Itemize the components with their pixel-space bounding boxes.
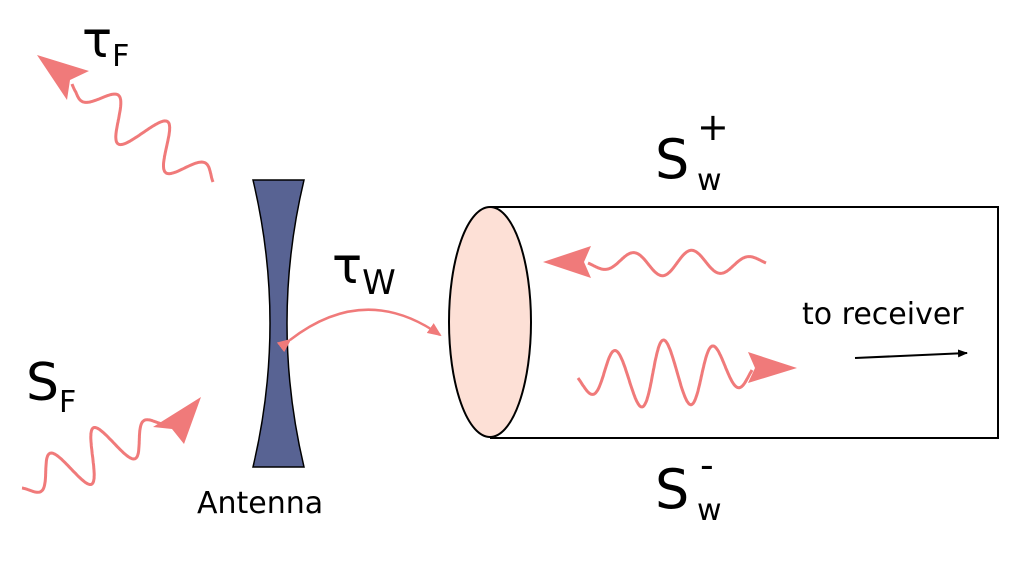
forward-wave-arrowhead — [748, 352, 797, 383]
backward-wave-arrowhead — [543, 246, 591, 278]
tau-w-double-arrow — [276, 308, 442, 353]
s-w-plus-sub: w — [697, 163, 722, 198]
to-receiver-label: to receiver — [802, 297, 964, 332]
forward-wave — [576, 338, 754, 409]
s-w-minus-label: S - w — [655, 443, 722, 528]
s-f-label: SF — [26, 353, 76, 420]
to-receiver-arrow — [854, 349, 968, 359]
antenna-shape — [252, 179, 305, 468]
s-w-plus-main: S — [655, 128, 689, 191]
antenna-label: Antenna — [197, 486, 323, 521]
tau-f-arrowhead — [37, 55, 89, 100]
s-w-minus-sup: - — [700, 443, 714, 487]
s-f-wave — [21, 418, 164, 494]
s-f-arrowhead — [153, 397, 201, 444]
tau-w-label: τW — [332, 237, 396, 303]
s-w-plus-label: S + w — [655, 105, 729, 198]
s-w-minus-sub: w — [697, 493, 722, 528]
s-w-plus-sup: + — [697, 105, 729, 149]
tau-f-label: τF — [82, 11, 129, 74]
waveguide-port — [448, 206, 532, 438]
tau-f-wave — [70, 83, 215, 183]
s-w-minus-main: S — [655, 458, 689, 521]
backward-wave — [587, 248, 767, 278]
